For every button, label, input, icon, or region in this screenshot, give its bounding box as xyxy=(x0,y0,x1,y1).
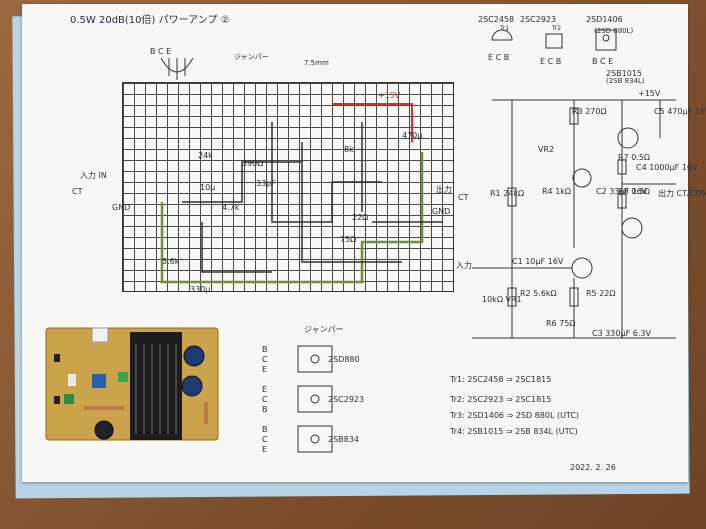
tr1-tag: Tr1 xyxy=(500,25,510,32)
note-tr2: Tr2: 2SC2923 ⇒ 2SC1815 xyxy=(450,395,552,404)
sch-vr1: 10kΩ VR1 xyxy=(482,295,522,304)
sch-c2: C2 33pF 16V xyxy=(596,187,648,196)
sch-out: 出力 CT/COM xyxy=(658,189,706,198)
note-tr1: Tr1: 2SC2458 ⇒ 2SC1815 xyxy=(450,375,552,384)
gnd-left: GND xyxy=(112,203,131,212)
bottom-leg-8: C xyxy=(262,435,268,444)
bottom-leg-7: B xyxy=(262,425,268,434)
perfboard-layout-grid xyxy=(122,82,454,292)
sch-r8: R8 0.5Ω xyxy=(618,187,651,196)
bottom-part-1: 2SD880 xyxy=(328,355,360,364)
tr4-note: (2SB 834L) xyxy=(606,77,645,85)
board-part-390: 390Ω xyxy=(242,159,264,168)
tr1-legs: E C B xyxy=(488,53,510,62)
sch-r2: R2 5.6kΩ xyxy=(520,289,557,298)
board-part-33pF: 33pF xyxy=(256,179,276,188)
tr3-part: 2SD1406 xyxy=(586,15,623,24)
gnd-right: GND xyxy=(432,207,451,216)
transistor-package-icons xyxy=(491,29,617,51)
sch-in: 入力 xyxy=(456,261,472,270)
output-ct: CT xyxy=(458,193,469,202)
sch-c3: C3 330μF 6.3V xyxy=(592,329,651,338)
board-part-24k: 24k xyxy=(198,151,213,160)
assembled-pcb-photo xyxy=(45,327,219,441)
bottom-jumper-label: ジャンパー xyxy=(304,325,344,334)
date-label: 2022. 2. 26 xyxy=(570,463,616,472)
sch-r7: R7 0.5Ω xyxy=(618,153,651,162)
supply-label: +15V xyxy=(378,91,401,100)
board-part-470u: 470μ xyxy=(402,131,423,140)
bottom-transistor-outlines xyxy=(297,345,333,453)
board-part-5k6: 5.6k xyxy=(162,257,180,266)
board-part-10u: 10μ xyxy=(200,183,216,192)
schematic-diagram xyxy=(472,99,676,339)
board-part-4k7: 4.7k xyxy=(222,203,240,212)
jumper-top-label: ジャンパー xyxy=(234,53,269,61)
output-label: 出力 xyxy=(436,185,452,194)
sch-r4: R4 1kΩ xyxy=(542,187,572,196)
bottom-leg-9: E xyxy=(262,445,268,454)
board-part-330u: 330μ xyxy=(190,285,211,294)
board-traces xyxy=(160,103,442,284)
bottom-part-3: 2SB834 xyxy=(328,435,359,444)
tr2-tag: Tr2 xyxy=(552,25,562,32)
left-pinout-label: B C E xyxy=(150,47,172,56)
sch-r3: R3 270Ω xyxy=(572,107,607,116)
sch-r6: R6 75Ω xyxy=(546,319,576,328)
tr3-note: (2SD 880L) xyxy=(594,27,634,35)
sch-r5: R5 22Ω xyxy=(586,289,616,298)
board-part-22: 22Ω xyxy=(352,213,369,222)
input-ct: CT xyxy=(72,187,83,196)
input-label: 入力 IN xyxy=(80,171,107,180)
sch-c4: C4 1000μF 16V xyxy=(636,163,698,172)
sch-vcc: +15V xyxy=(638,89,661,98)
bottom-leg-6: B xyxy=(262,405,268,414)
tr3-legs: B C E xyxy=(592,57,614,66)
bottom-part-2: 2SC2923 xyxy=(328,395,365,404)
note-tr3: Tr3: 2SD1406 ⇒ 2SD 880L (UTC) xyxy=(450,411,580,420)
sch-r1: R1 24kΩ xyxy=(490,189,525,198)
tr2-legs: E C B xyxy=(540,57,562,66)
dimension-label: 7.5mm xyxy=(304,59,329,67)
sch-c1: C1 10μF 16V xyxy=(512,257,564,266)
transistor-sketch-icon xyxy=(160,57,194,80)
board-part-75: 75Ω xyxy=(340,235,357,244)
page-title: 0.5W 20dB(10倍) パワーアンプ ② xyxy=(70,15,230,26)
sch-c5: C5 470μF 16V xyxy=(654,107,706,116)
bottom-leg-5: C xyxy=(262,395,268,404)
tr1-part: 2SC2458 xyxy=(478,15,515,24)
tr2-part: 2SC2923 xyxy=(520,15,557,24)
note-tr4: Tr4: 2SB1015 ⇒ 2SB 834L (UTC) xyxy=(450,427,578,436)
bottom-leg-3: E xyxy=(262,365,268,374)
sch-vr2: VR2 xyxy=(538,145,555,154)
bottom-leg-4: E xyxy=(262,385,268,394)
board-part-8k: 8k xyxy=(344,145,354,154)
tr4-part: 2SB1015 xyxy=(606,69,643,78)
bottom-leg-2: C xyxy=(262,355,268,364)
bottom-leg-1: B xyxy=(262,345,268,354)
